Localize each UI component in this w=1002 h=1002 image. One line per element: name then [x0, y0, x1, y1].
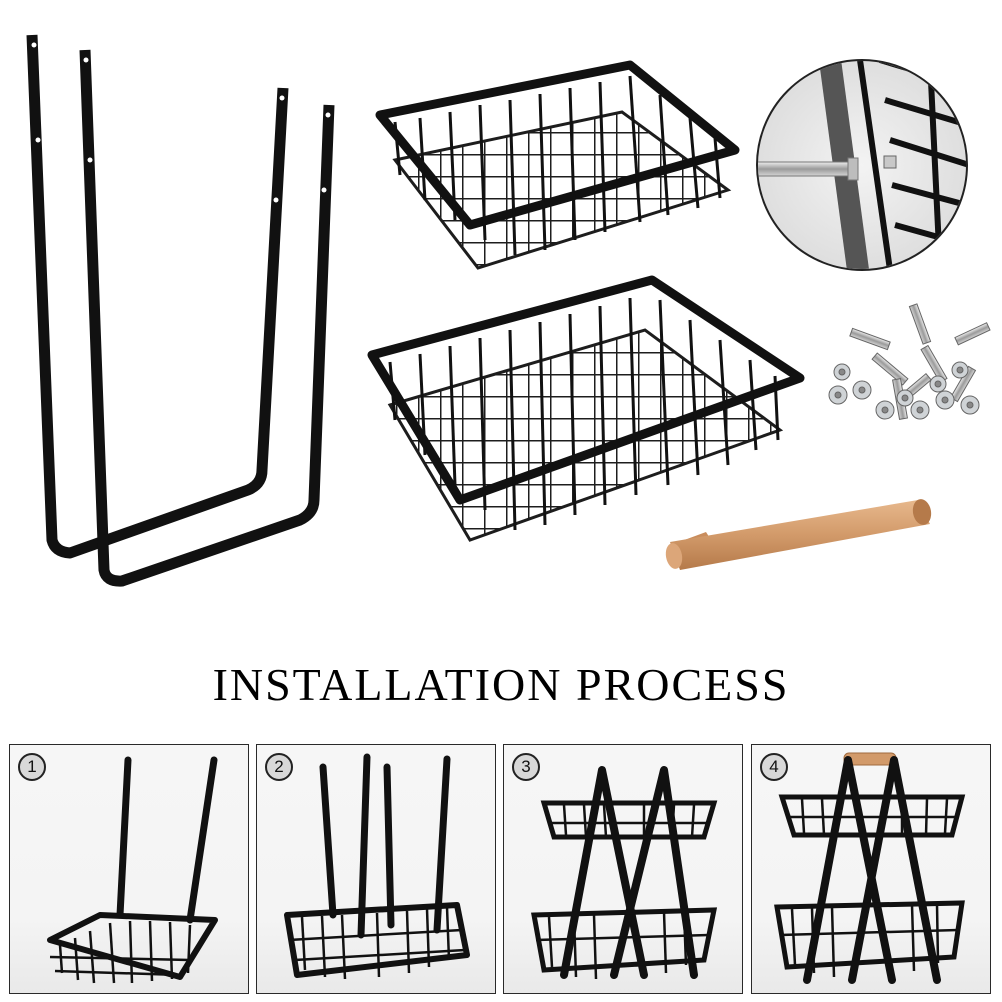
- step-number-2: 2: [265, 753, 293, 781]
- step-panel-1: 1: [9, 744, 249, 994]
- screws-and-nuts: [828, 303, 991, 420]
- screw-detail-zoom: [756, 59, 968, 271]
- wooden-handle: [665, 499, 932, 570]
- small-wire-basket: [375, 60, 740, 270]
- step-number-3: 3: [512, 753, 540, 781]
- step-2-illustration: [284, 753, 470, 980]
- parts-illustration: [26, 34, 991, 587]
- step-panel-4: 4: [751, 744, 991, 994]
- step-number-4: 4: [760, 753, 788, 781]
- step-number-1: 1: [18, 753, 46, 781]
- step-panel-2: 2: [256, 744, 496, 994]
- large-wire-basket: [367, 275, 805, 542]
- step-panel-3: 3: [503, 744, 743, 994]
- u-frame: [26, 34, 335, 587]
- step-4-illustration: [774, 752, 966, 984]
- page-title: INSTALLATION PROCESS: [212, 659, 790, 710]
- step-3-illustration: [531, 766, 718, 980]
- step-1-illustration: [47, 756, 218, 984]
